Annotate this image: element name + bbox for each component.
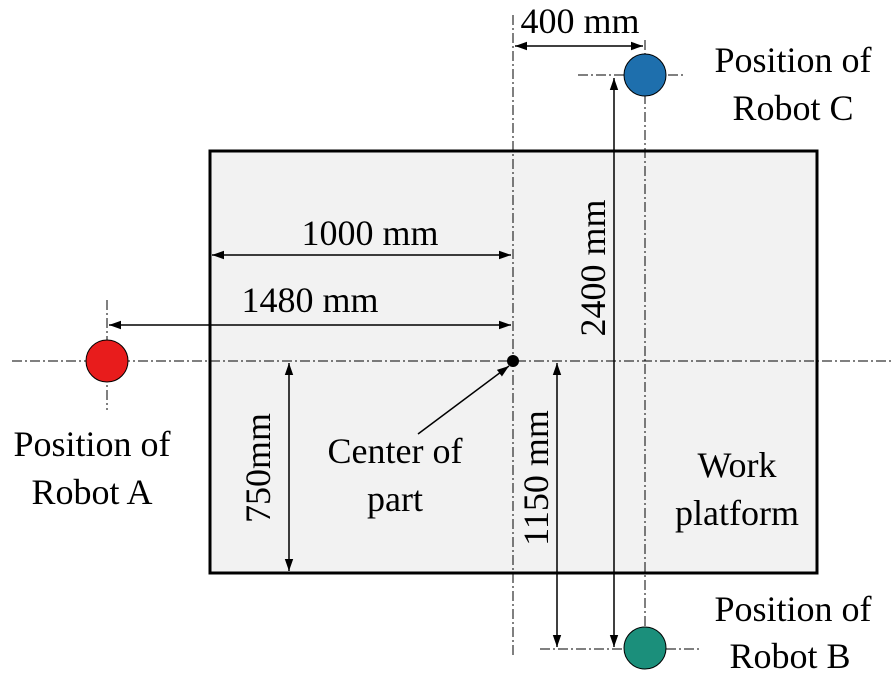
platform-label-line1: Work (697, 445, 776, 485)
dim-1150-label: 1150 mm (516, 410, 556, 546)
center-of-part-dot (507, 355, 519, 367)
robot-c-marker (623, 53, 667, 97)
robot-a-marker (85, 339, 129, 383)
robot-b-label-line2: Robot B (729, 636, 850, 676)
dim-400-label: 400 mm (520, 1, 639, 41)
robot-a-label-line2: Robot A (31, 472, 152, 512)
center-pointer-arrow (417, 365, 510, 435)
dimension-arrows (109, 41, 643, 647)
center-label-line1: Center of (328, 431, 463, 471)
dim-1480-label: 1480 mm (241, 280, 378, 320)
platform-label-line2: platform (675, 493, 799, 533)
center-label-line2: part (367, 479, 423, 519)
robot-b-label-line1: Position of (714, 589, 871, 629)
robot-b-marker (623, 626, 667, 670)
robot-a-label-line1: Position of (13, 424, 170, 464)
dim-2400-label: 2400 mm (573, 199, 613, 336)
dim-750-label: 750mm (238, 413, 278, 523)
dim-1000-label: 1000 mm (301, 213, 438, 253)
robot-c-label-line1: Position of (714, 40, 871, 80)
robot-c-label-line2: Robot C (732, 88, 853, 128)
